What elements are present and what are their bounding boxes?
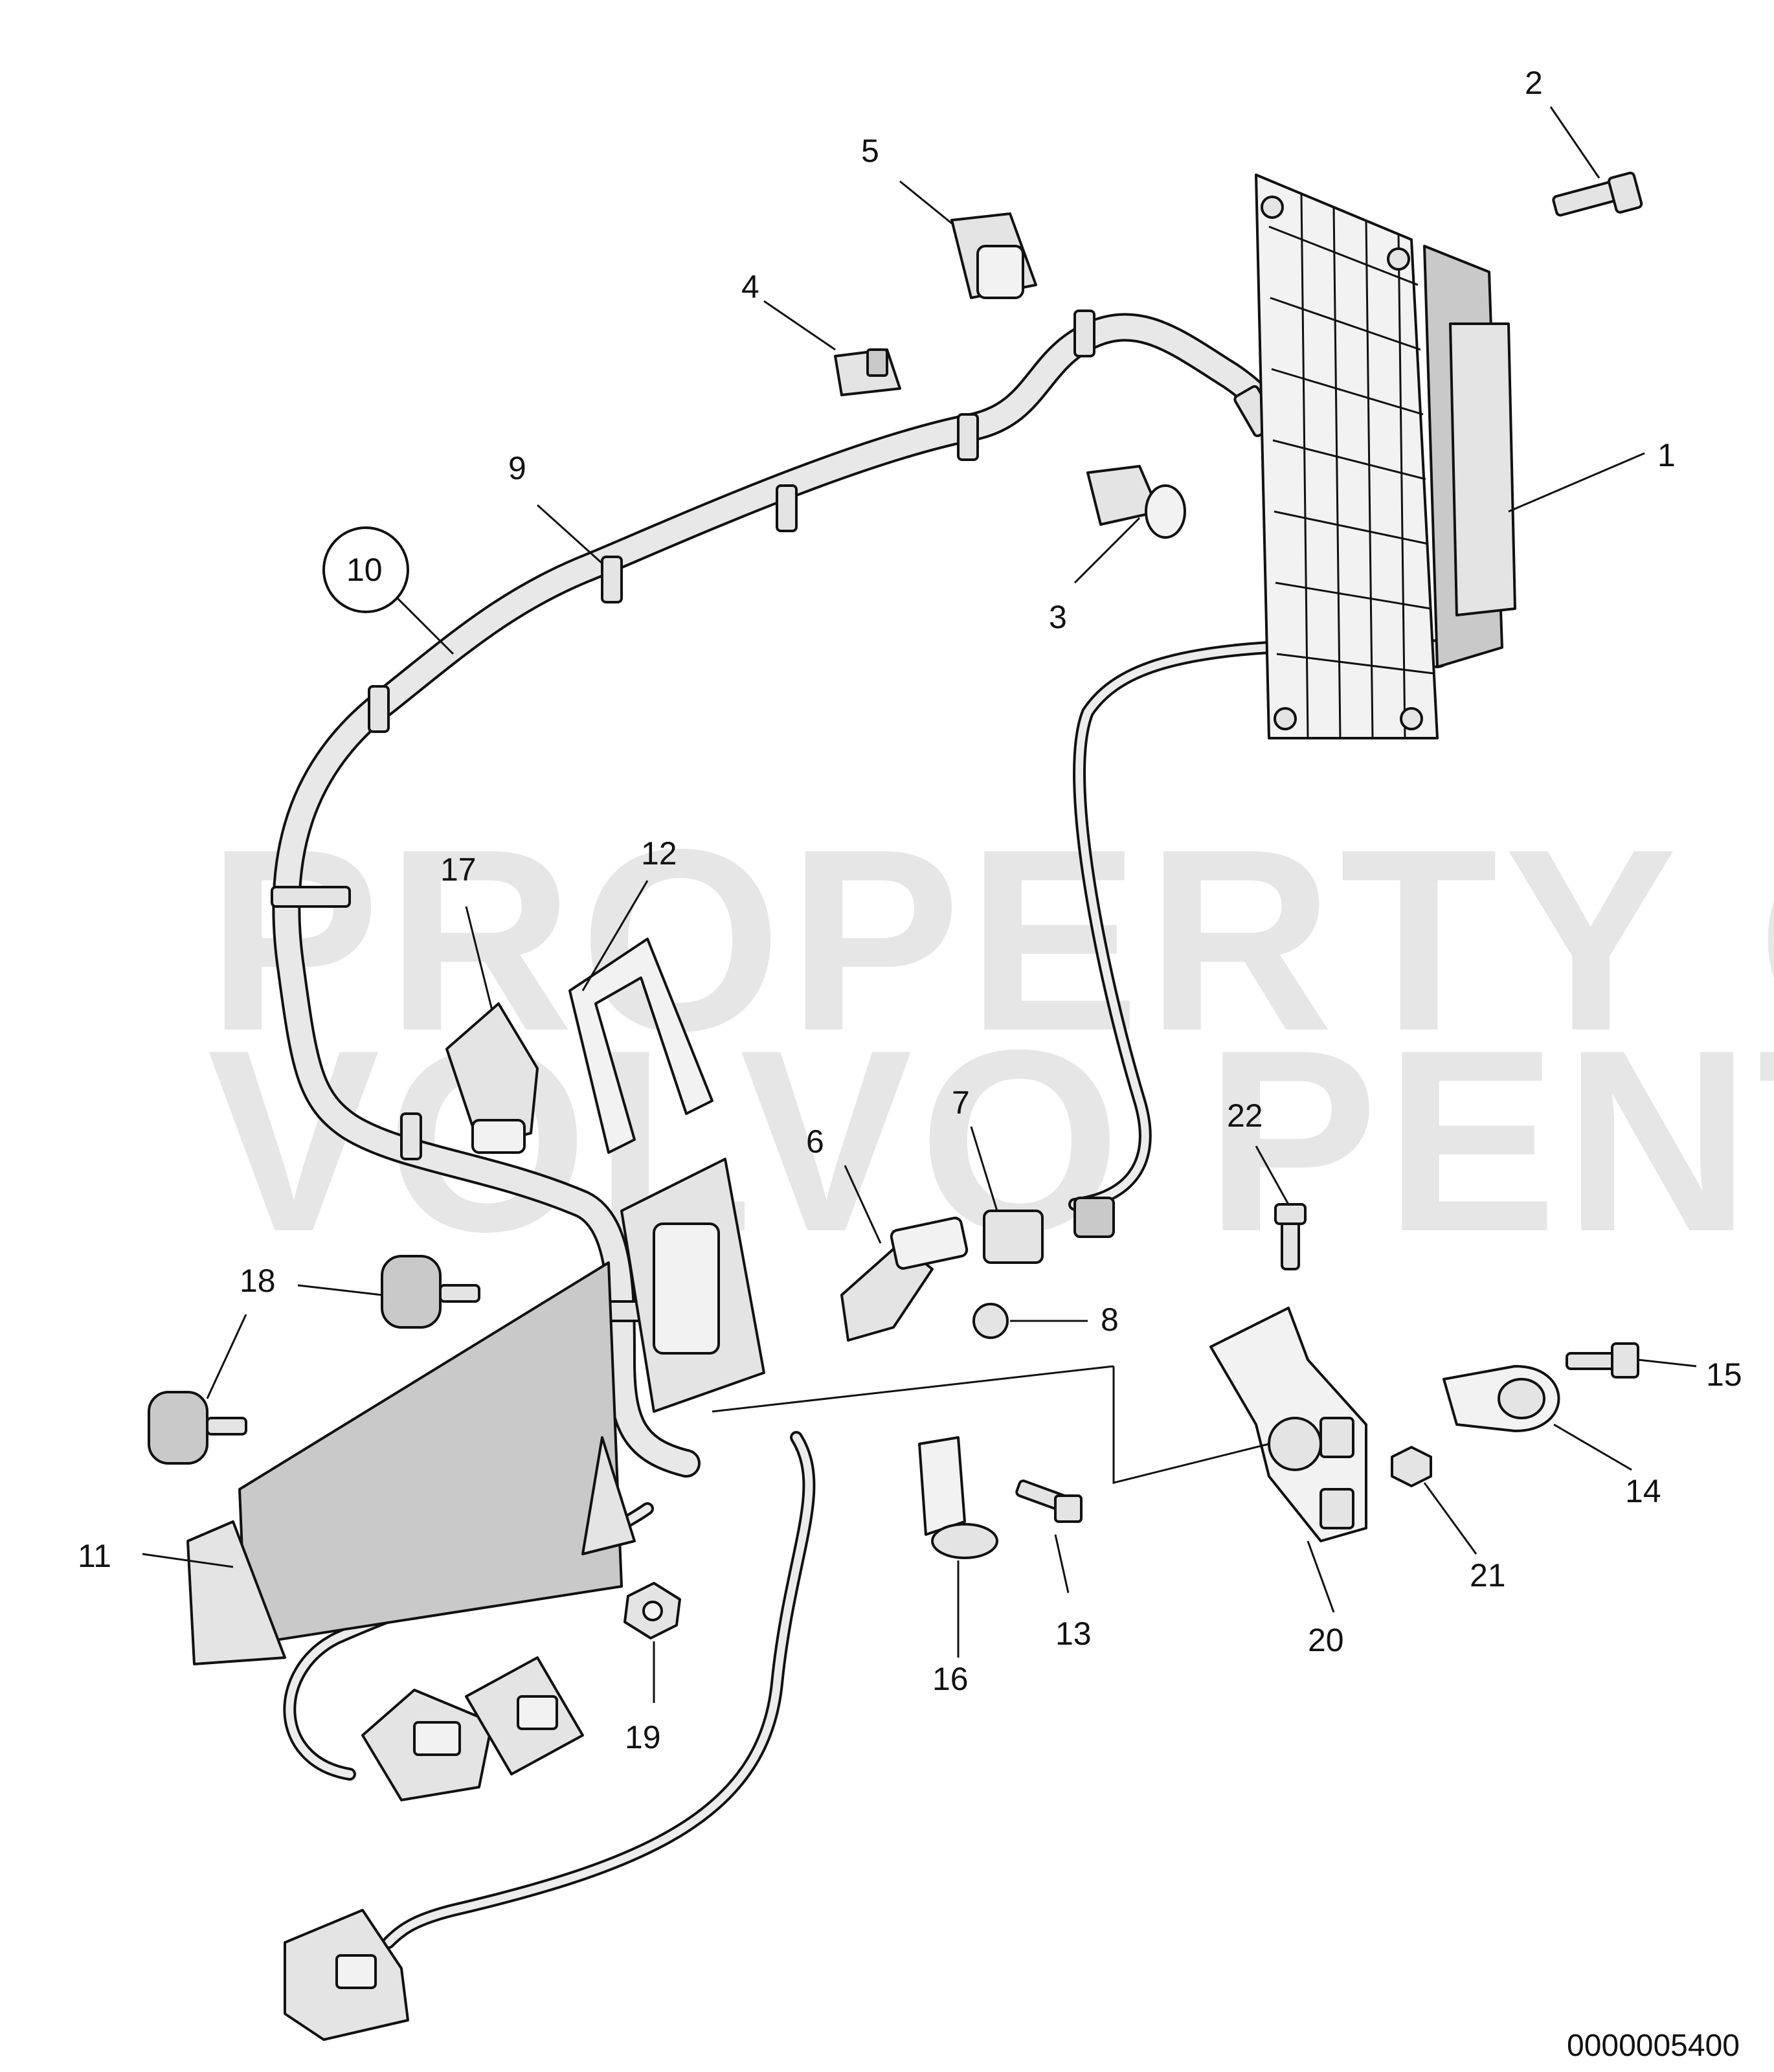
leader-14 (1553, 1423, 1632, 1471)
leader-21 (1423, 1482, 1477, 1555)
leader-20 (1307, 1540, 1335, 1613)
callout-19: 19 (625, 1719, 661, 1755)
connector-7 (983, 1197, 1115, 1264)
u-bracket-12 (568, 938, 713, 1154)
bolt-13 (1015, 1480, 1083, 1523)
callout-4: 4 (741, 269, 759, 305)
callout-15: 15 (1706, 1357, 1742, 1393)
leader-17 (465, 906, 493, 1011)
ecu-mount-hole-tl (1261, 196, 1284, 219)
leader-2 (1549, 106, 1600, 179)
ecu-mount-hole-br (1400, 707, 1423, 730)
callout-17: 17 (440, 851, 477, 888)
clip-16 (918, 1436, 998, 1559)
cable-tie-7 (400, 1112, 422, 1160)
callout-20: 20 (1308, 1622, 1344, 1658)
twin-connectors (361, 1656, 584, 1801)
callout-7: 7 (952, 1085, 970, 1121)
leader-4 (763, 300, 836, 351)
leader-lines (142, 106, 1697, 1703)
nut-19 (623, 1582, 681, 1639)
bracket-11 (186, 1261, 636, 1665)
connector-5 (950, 212, 1037, 299)
nut-21 (1391, 1446, 1432, 1487)
main-harness-cable (271, 310, 1452, 1478)
ecu-mount-hole-tr (1387, 247, 1410, 271)
callout-12: 12 (641, 835, 677, 872)
leader-3 (1073, 517, 1141, 584)
leader-6 (844, 1165, 882, 1244)
cable-tie-4 (601, 556, 623, 603)
callout-9: 9 (508, 450, 526, 486)
callout-22: 22 (1227, 1098, 1263, 1134)
callout-1: 1 (1657, 437, 1676, 473)
bolt-2 (1552, 172, 1643, 217)
connector-4 (834, 348, 901, 396)
leader-13 (1054, 1534, 1070, 1593)
bolt-15 (1566, 1342, 1639, 1379)
callout-11: 11 (78, 1538, 111, 1574)
cable-tie-6 (271, 886, 351, 908)
ecu-mount-hole-bl (1274, 707, 1297, 730)
bottom-connector (284, 1909, 409, 2041)
cable-tie-2 (957, 413, 979, 461)
leader-bracket-link (712, 1365, 1114, 1413)
connector-3 (1086, 465, 1186, 539)
rubber-mount-18a (381, 1255, 480, 1329)
callout-16: 16 (932, 1661, 969, 1697)
cable-tie-3 (776, 484, 798, 532)
leader-22 (1255, 1145, 1290, 1205)
callout-21: 21 (1470, 1557, 1506, 1593)
leader-5 (899, 180, 952, 225)
screw-8 (972, 1303, 1009, 1339)
sensor-cable (1068, 641, 1275, 1211)
callout-18: 18 (240, 1263, 276, 1299)
callout-labels: 1 2 3 4 5 6 7 8 9 10 11 12 13 14 15 16 1… (78, 65, 1742, 1755)
bolt-22 (1274, 1203, 1307, 1270)
leader-7 (970, 1126, 998, 1211)
main-connector (620, 1158, 765, 1413)
leader-18a (297, 1284, 383, 1296)
ecu-grid (1268, 194, 1434, 739)
callout-3: 3 (1049, 599, 1067, 635)
callout-8: 8 (1101, 1301, 1119, 1338)
leader-15 (1637, 1358, 1697, 1368)
cable-tie-5 (368, 685, 390, 733)
sensor-6 (840, 1217, 969, 1342)
leader-12 (581, 880, 649, 991)
callout-13: 13 (1055, 1616, 1092, 1652)
plate-bracket-20 (1209, 1307, 1367, 1542)
callout-2: 2 (1525, 65, 1543, 101)
leader-18b (206, 1314, 247, 1399)
leader-9 (536, 504, 603, 565)
p-clamp-14 (1443, 1365, 1560, 1432)
cable-tie-1 (1073, 310, 1095, 357)
document-number: 0000005400 (1567, 2029, 1740, 2063)
leader-11 (142, 1553, 234, 1568)
connector-boot-17 (445, 1002, 539, 1154)
callout-14: 14 (1625, 1473, 1661, 1509)
callout-5: 5 (861, 133, 879, 169)
ecu-unit (1255, 174, 1516, 739)
leader-1 (1508, 452, 1645, 513)
callout-10: 10 (346, 552, 383, 588)
leader-bracket-link2 (1112, 1366, 1270, 1484)
rubber-mount-18b (148, 1391, 247, 1465)
callout-6: 6 (806, 1123, 824, 1160)
leader-10 (394, 594, 455, 655)
callout-10-circle (322, 526, 409, 613)
